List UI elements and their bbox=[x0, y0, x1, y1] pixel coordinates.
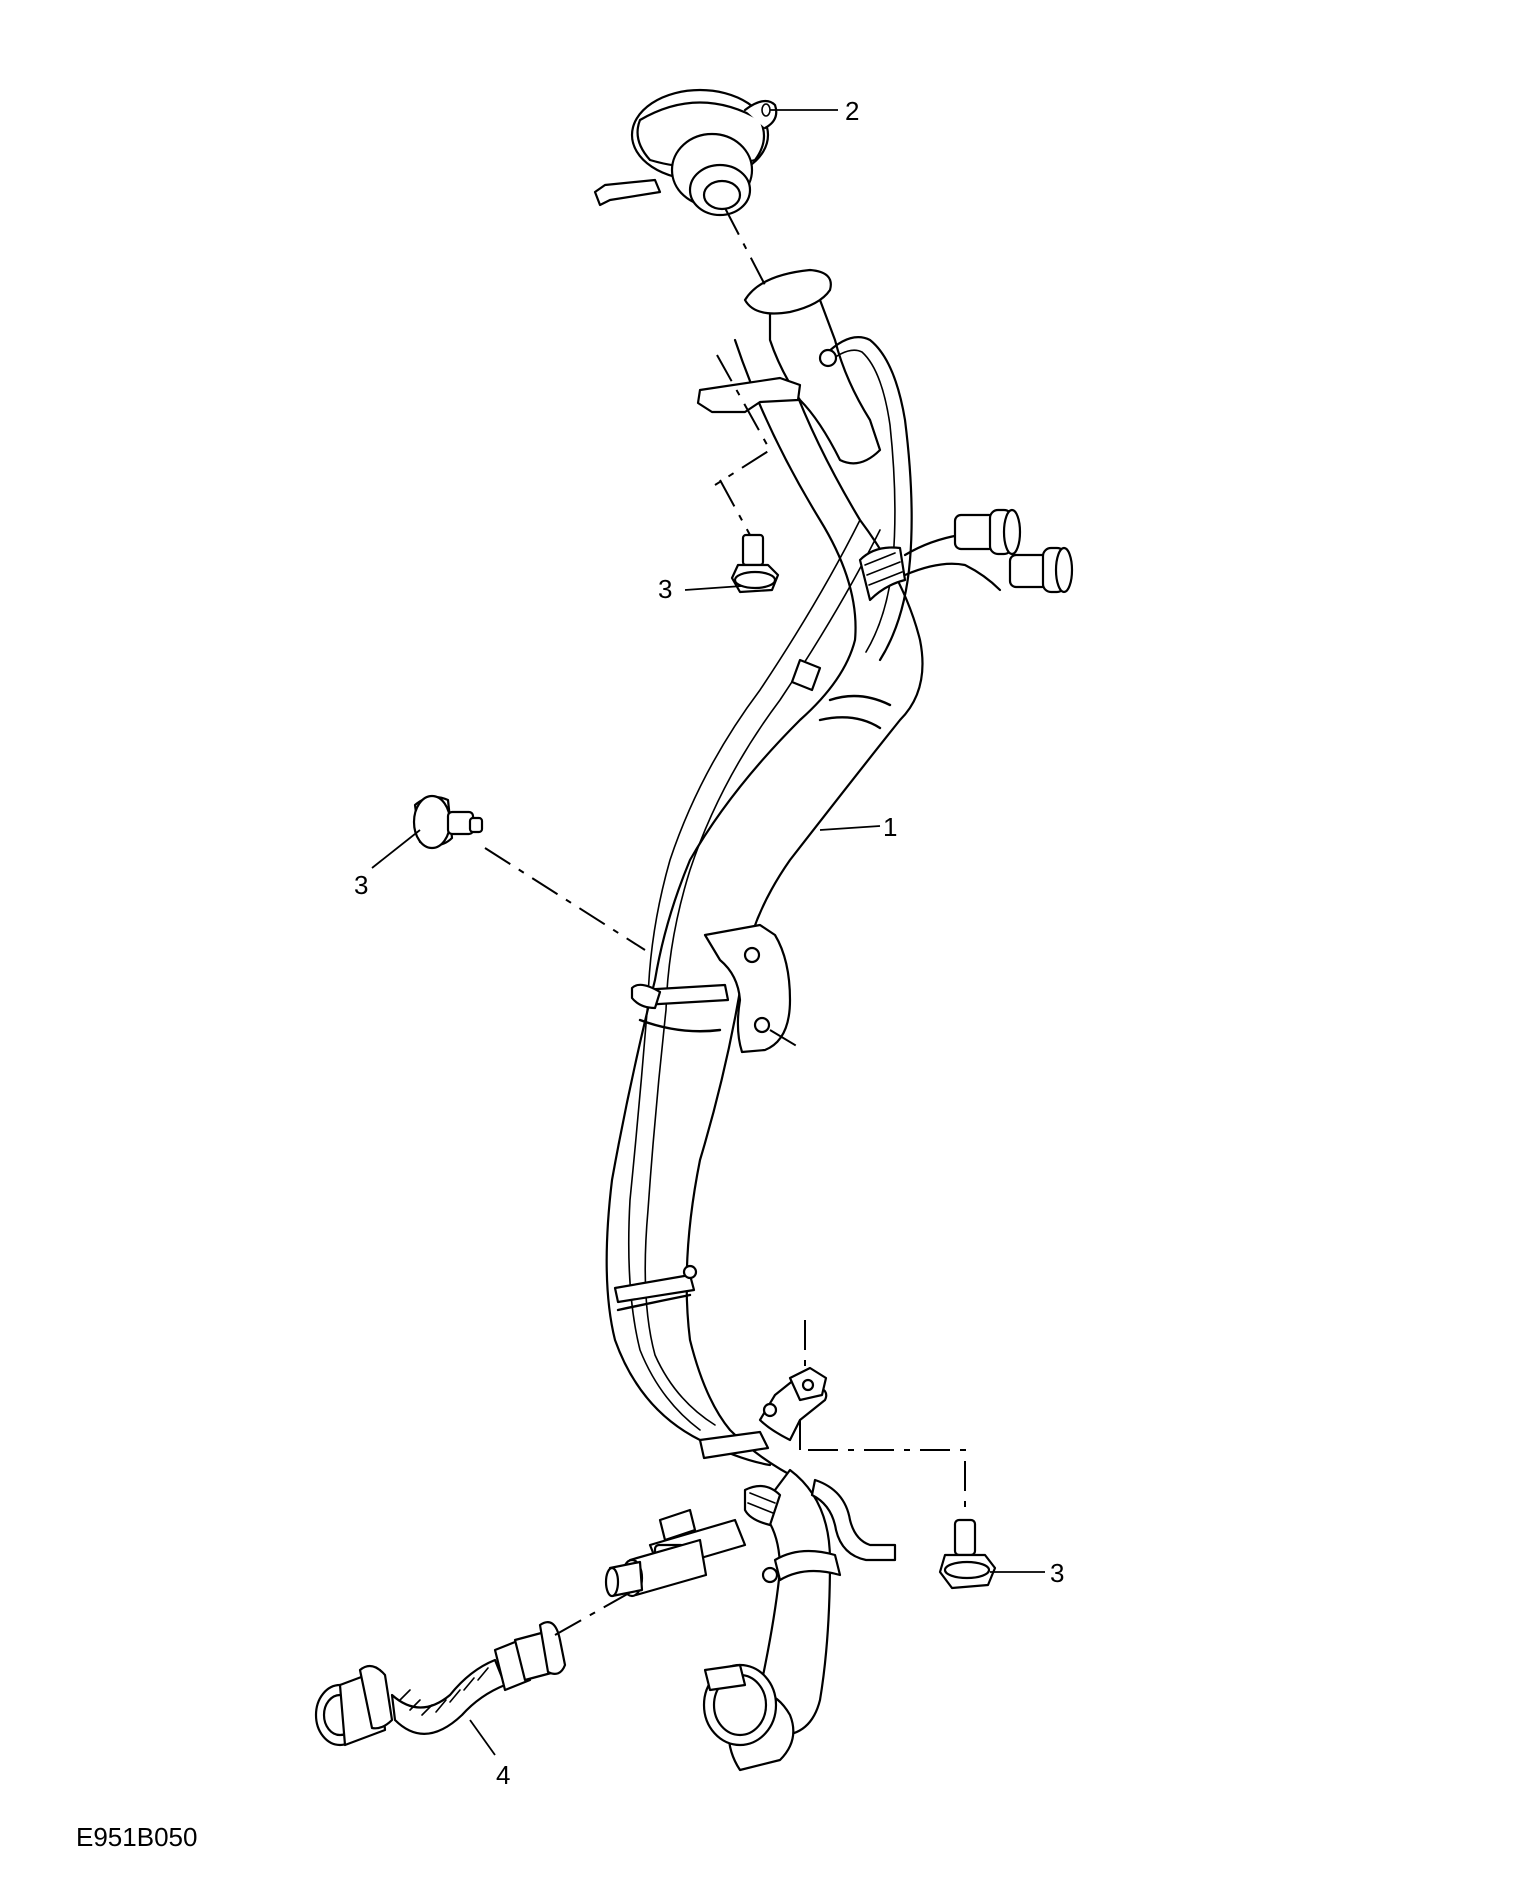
callout-2: 2 bbox=[845, 96, 859, 126]
quick-connector-upper-1 bbox=[953, 508, 1022, 556]
bolt-left bbox=[412, 794, 484, 850]
bottom-outlet-coupling bbox=[702, 1663, 778, 1747]
quick-connector-upper-2 bbox=[1008, 546, 1074, 594]
leader-3-left bbox=[371, 829, 421, 869]
mid-clip-tab bbox=[630, 983, 662, 1010]
cap-tether-loop bbox=[743, 99, 778, 130]
dash-cap-to-neck bbox=[724, 207, 766, 286]
lower-corrugated-hose bbox=[743, 1484, 782, 1527]
callout-3-left: 3 bbox=[354, 870, 368, 900]
bottom-hose-clamp bbox=[773, 1549, 842, 1582]
dash-upper-bolt bbox=[719, 479, 751, 536]
mid-clip-lower-band bbox=[638, 1018, 722, 1033]
dash-lower-bracket-right bbox=[808, 1449, 966, 1515]
callout-3-right: 3 bbox=[1050, 1558, 1064, 1588]
bolt-upper bbox=[730, 533, 780, 594]
filler-neck-flange bbox=[743, 268, 832, 315]
vent-tube-loop-inner bbox=[824, 349, 896, 653]
upper-mounting-clip bbox=[696, 376, 802, 414]
figure-reference-code: E951B050 bbox=[76, 1822, 197, 1852]
lower-valve-assembly bbox=[604, 1508, 747, 1598]
callout-1: 1 bbox=[883, 812, 897, 842]
pipe-clip-upper bbox=[790, 658, 822, 692]
lower-bracket-hole bbox=[801, 1378, 815, 1392]
evap-hose-assembly bbox=[314, 1621, 567, 1747]
bottom-clamp-screw bbox=[761, 1566, 779, 1584]
callout-4: 4 bbox=[496, 1760, 510, 1790]
bolt-lower-right bbox=[938, 1518, 997, 1590]
dash-hose-to-valve bbox=[554, 1587, 639, 1636]
cap-tether-strap bbox=[593, 178, 662, 207]
callout-3-upper: 3 bbox=[658, 574, 672, 604]
filler-pipe-assembly bbox=[604, 268, 1074, 1772]
pipe-band-upper bbox=[818, 694, 892, 730]
filler-cap bbox=[593, 88, 778, 217]
upper-corrugated-hose bbox=[858, 546, 907, 602]
leader-4 bbox=[469, 1719, 496, 1756]
vent-tube-loop bbox=[823, 336, 913, 662]
bracket-stud-upper bbox=[743, 946, 761, 964]
leader-1 bbox=[819, 825, 881, 831]
vent-port bbox=[818, 348, 838, 368]
dash-left-bolt bbox=[484, 847, 646, 951]
bracket-hole-lower bbox=[753, 1016, 771, 1034]
mid-mounting-bracket bbox=[703, 923, 792, 1054]
bottom-clamp bbox=[698, 1430, 770, 1460]
filler-pipe-outer bbox=[685, 328, 924, 1482]
dash-upper-clip bbox=[714, 354, 772, 486]
lower-bracket-stud bbox=[762, 1402, 778, 1418]
lower-clip-band bbox=[616, 1293, 692, 1312]
dash-mid-bracket bbox=[769, 1029, 801, 1049]
bottom-vent-outlet bbox=[810, 1478, 897, 1562]
leader-3-upper bbox=[684, 585, 743, 591]
pipe-clip-lower bbox=[613, 1273, 696, 1304]
lower-clip-bolt bbox=[682, 1264, 698, 1280]
